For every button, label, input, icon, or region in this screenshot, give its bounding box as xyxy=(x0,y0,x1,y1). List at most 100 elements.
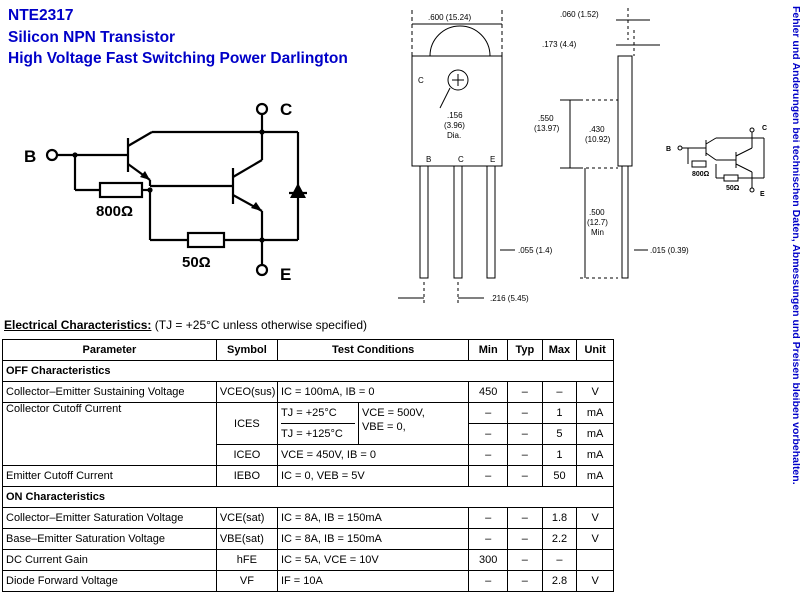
typ-hfe: – xyxy=(507,549,543,571)
min-vbesat: – xyxy=(468,528,509,550)
darlington-schematic: B C E 800Ω 50Ω xyxy=(24,100,307,284)
col-test-conditions: Test Conditions xyxy=(276,339,470,361)
schematic-pin-b: B xyxy=(24,147,36,166)
table-row: Base–Emitter Saturation Voltage VBE(sat)… xyxy=(2,528,614,550)
pkg-h2-mm: (10.92) xyxy=(585,135,611,144)
pkg-leadlen-mm: (12.7) xyxy=(587,218,608,227)
pkg-leadlen-dim: .500 xyxy=(589,208,605,217)
unit-iceo: mA xyxy=(576,444,614,466)
section-row-off: OFF Characteristics xyxy=(2,360,614,382)
cond-hfe: IC = 5A, VCE = 10V xyxy=(276,549,470,571)
pkg-pin-b: B xyxy=(426,155,431,164)
typ-vceo: – xyxy=(507,381,543,403)
table-row: Collector–Emitter Saturation Voltage VCE… xyxy=(2,507,614,529)
table-row: Collector–Emitter Sustaining Voltage VCE… xyxy=(2,381,614,403)
cond-iebo: IC = 0, VEB = 5V xyxy=(276,465,470,487)
min-iceo: – xyxy=(468,444,509,466)
cond-ices-tj25: TJ = +25°C xyxy=(280,403,355,424)
min-vf: – xyxy=(468,570,509,592)
device-description: High Voltage Fast Switching Power Darlin… xyxy=(8,50,348,67)
unit-ices-b: mA xyxy=(576,423,614,445)
resistor-800-label: 800Ω xyxy=(96,203,133,220)
unit-vcesat: V xyxy=(576,507,614,529)
pkg-leadlen-min: Min xyxy=(591,228,604,237)
param-ices: Collector Cutoff Current xyxy=(2,402,217,466)
cond-vcesat: IC = 8A, IB = 150mA xyxy=(276,507,470,529)
schematic-pin-c: C xyxy=(280,100,292,119)
section-on: ON Characteristics xyxy=(2,486,614,508)
resistor-50-label: 50Ω xyxy=(182,254,211,271)
table-row: ICEO VCE = 450V, IB = 0 – – 1 mA xyxy=(3,444,614,466)
section-row-on: ON Characteristics xyxy=(2,486,614,508)
unit-hfe xyxy=(576,549,614,571)
cond-ices: TJ = +25°C TJ = +125°C VCE = 500V, VBE =… xyxy=(276,402,470,445)
mini-pin-e: E xyxy=(760,191,765,198)
min-ices-b: – xyxy=(468,423,509,445)
typ-vf: – xyxy=(507,570,543,592)
part-number: NTE2317 xyxy=(8,7,74,24)
max-iebo: 50 xyxy=(541,465,578,487)
param-vcesat: Collector–Emitter Saturation Voltage xyxy=(2,507,217,529)
param-vbesat: Base–Emitter Saturation Voltage xyxy=(2,528,217,550)
cond-vceo: IC = 100mA, IB = 0 xyxy=(276,381,470,403)
sym-vcesat: VCE(sat) xyxy=(215,507,278,529)
unit-vf: V xyxy=(576,570,614,592)
pkg-thick-dim: .060 (1.52) xyxy=(560,10,599,19)
electrical-table: Parameter Symbol Test Conditions Min Typ… xyxy=(2,339,614,592)
typ-iebo: – xyxy=(507,465,543,487)
max-ices-a: 1 xyxy=(541,402,578,424)
sym-hfe: hFE xyxy=(215,549,278,571)
electrical-heading: Electrical Characteristics: (TJ = +25°C … xyxy=(4,318,367,332)
mini-pin-b: B xyxy=(666,146,671,153)
table-row: Emitter Cutoff Current IEBO IC = 0, VEB … xyxy=(2,465,614,487)
col-parameter: Parameter xyxy=(2,339,217,361)
package-drawing: .600 (15.24) .060 (1.52) .173 (4.4) C .1… xyxy=(398,8,689,305)
param-iebo: Emitter Cutoff Current xyxy=(2,465,217,487)
cond-vf: IF = 10A xyxy=(276,570,470,592)
pkg-hole-mm: (3.96) xyxy=(444,121,465,130)
table-row: DC Current Gain hFE IC = 5A, VCE = 10V 3… xyxy=(2,549,614,571)
typ-iceo: – xyxy=(507,444,543,466)
param-vceo: Collector–Emitter Sustaining Voltage xyxy=(2,381,217,403)
pkg-hole-dia: Dia. xyxy=(447,131,461,140)
table-row: Diode Forward Voltage VF IF = 10A – – 2.… xyxy=(2,570,614,592)
min-hfe: 300 xyxy=(468,549,509,571)
pkg-width-dim: .600 (15.24) xyxy=(428,13,471,22)
electrical-title: Electrical Characteristics: xyxy=(4,318,152,332)
col-min: Min xyxy=(468,339,509,361)
pkg-leadw-dim: .055 (1.4) xyxy=(518,246,553,255)
max-vf: 2.8 xyxy=(541,570,578,592)
param-hfe: DC Current Gain xyxy=(2,549,217,571)
unit-iebo: mA xyxy=(576,465,614,487)
pkg-pin-e: E xyxy=(490,155,495,164)
mini-r1: 800Ω xyxy=(692,171,710,178)
mini-pin-c: C xyxy=(762,125,767,132)
max-vcesat: 1.8 xyxy=(541,507,578,529)
cond-vbesat: IC = 8A, IB = 150mA xyxy=(276,528,470,550)
pkg-h2-dim: .430 xyxy=(589,125,605,134)
sym-ices: ICES xyxy=(215,402,278,445)
pkg-hole-dim: .156 xyxy=(447,111,463,120)
sym-vceo: VCEO(sus) xyxy=(215,381,278,403)
electrical-condition: (TJ = +25°C unless otherwise specified) xyxy=(154,318,367,332)
table-header-row: Parameter Symbol Test Conditions Min Typ… xyxy=(2,339,614,361)
sym-iceo: ICEO xyxy=(215,444,278,466)
col-max: Max xyxy=(541,339,578,361)
pkg-pitch-dim: .216 (5.45) xyxy=(490,294,529,303)
pkg-pin-c-top: C xyxy=(418,76,424,85)
pkg-tab-dim: .173 (4.4) xyxy=(542,40,577,49)
mini-r2: 50Ω xyxy=(726,185,740,192)
mini-schematic: B C E 800Ω 50Ω xyxy=(666,125,767,198)
col-unit: Unit xyxy=(576,339,614,361)
cond-iceo: VCE = 450V, IB = 0 xyxy=(276,444,470,466)
unit-ices-a: mA xyxy=(576,402,614,424)
param-vf: Diode Forward Voltage xyxy=(2,570,217,592)
unit-vceo: V xyxy=(576,381,614,403)
min-vceo: 450 xyxy=(468,381,509,403)
sym-vf: VF xyxy=(215,570,278,592)
max-vceo: – xyxy=(541,381,578,403)
sym-vbesat: VBE(sat) xyxy=(215,528,278,550)
min-iebo: – xyxy=(468,465,509,487)
section-off: OFF Characteristics xyxy=(2,360,614,382)
unit-vbesat: V xyxy=(576,528,614,550)
